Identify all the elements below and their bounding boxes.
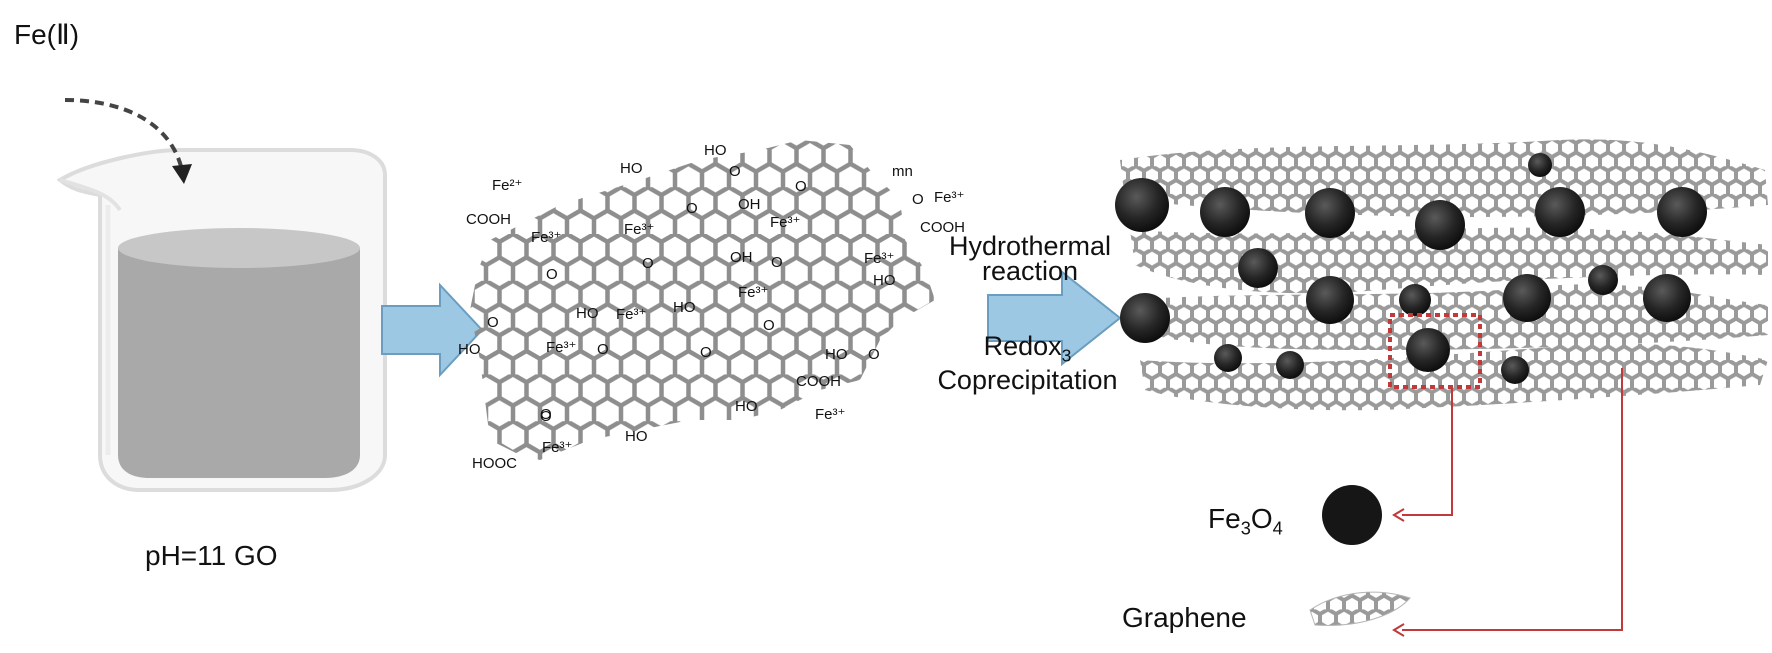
go-group: Fe³⁺ — [624, 221, 655, 238]
go-group: O — [700, 344, 712, 361]
go-group: HO — [576, 305, 599, 322]
go-group: Fe³⁺ — [542, 439, 573, 456]
go-group: O — [763, 317, 775, 334]
fe3o4-label: Fe3O4 — [1208, 503, 1283, 539]
go-group: Fe³⁺ — [546, 339, 577, 356]
go-group: COOH — [920, 219, 965, 236]
go-group: OH — [738, 196, 761, 213]
go-group: O — [546, 266, 558, 283]
go-group: O — [729, 163, 741, 180]
go-group: HO — [620, 160, 643, 177]
go-group: HO — [873, 272, 896, 289]
beaker — [56, 148, 387, 492]
go-group: O — [487, 314, 499, 331]
fe3o4-particle-icon — [1322, 485, 1382, 545]
go-group: O — [597, 341, 609, 358]
go-group: Fe²⁺ — [492, 177, 523, 194]
go-group: HO — [673, 299, 696, 316]
go-group: O — [771, 254, 783, 271]
go-group: HO — [704, 142, 727, 159]
go-group: O — [642, 255, 654, 272]
go-group: Fe³⁺ — [770, 214, 801, 231]
go-group: COOH — [466, 211, 511, 228]
beaker-label: pH=11 GO — [145, 540, 278, 571]
callout-lines — [1388, 313, 1623, 637]
dropping-arrow — [64, 98, 192, 184]
liquid — [118, 248, 360, 478]
go-group: Fe³⁺ — [864, 250, 895, 267]
go-group: O — [540, 406, 552, 423]
go-group: Fe³⁺ — [738, 284, 769, 301]
graphene-oxide-sheet — [470, 140, 935, 460]
go-group: O — [912, 191, 924, 208]
liquid-surface — [118, 228, 360, 268]
go-group: HO — [735, 398, 758, 415]
process-line-hydrothermal: Hydrothermal — [948, 231, 1112, 261]
process-line-reaction: reaction — [981, 256, 1079, 286]
process-line-redox: Redox3 — [983, 331, 1072, 366]
go-group: HO — [825, 346, 848, 363]
go-group: Fe³⁺ — [815, 406, 846, 423]
graphene-sheet-icon — [1309, 591, 1411, 626]
go-group: Fe³⁺ — [616, 306, 647, 323]
graphene-fe3o4-composite — [1115, 139, 1768, 411]
flow-arrow-2 — [987, 269, 1122, 367]
go-group: HO — [458, 341, 481, 358]
flow-arrow-1 — [381, 282, 484, 378]
process-label-hydrothermal: Hydrothermal reaction — [930, 231, 1130, 286]
graphene-label: Graphene — [1122, 602, 1247, 633]
go-group: HO — [625, 428, 648, 445]
go-group: HOOC — [472, 455, 517, 472]
go-group: O — [540, 408, 552, 425]
iron-source-label: Fe(Ⅱ) — [14, 19, 80, 50]
go-group: mn — [892, 163, 913, 180]
go-group: O — [868, 346, 880, 363]
go-group: OH — [730, 249, 753, 266]
go-group: Fe³⁺ — [531, 229, 562, 246]
go-group: Fe³⁺ — [934, 189, 965, 206]
go-group: O — [795, 178, 807, 195]
process-label-coprecipitation: Redox3 Coprecipitation — [920, 331, 1135, 396]
go-group: COOH — [796, 373, 841, 390]
go-group: O — [686, 200, 698, 217]
process-line-coprecipitation: Coprecipitation — [937, 365, 1118, 396]
highlight-box — [1388, 313, 1482, 389]
